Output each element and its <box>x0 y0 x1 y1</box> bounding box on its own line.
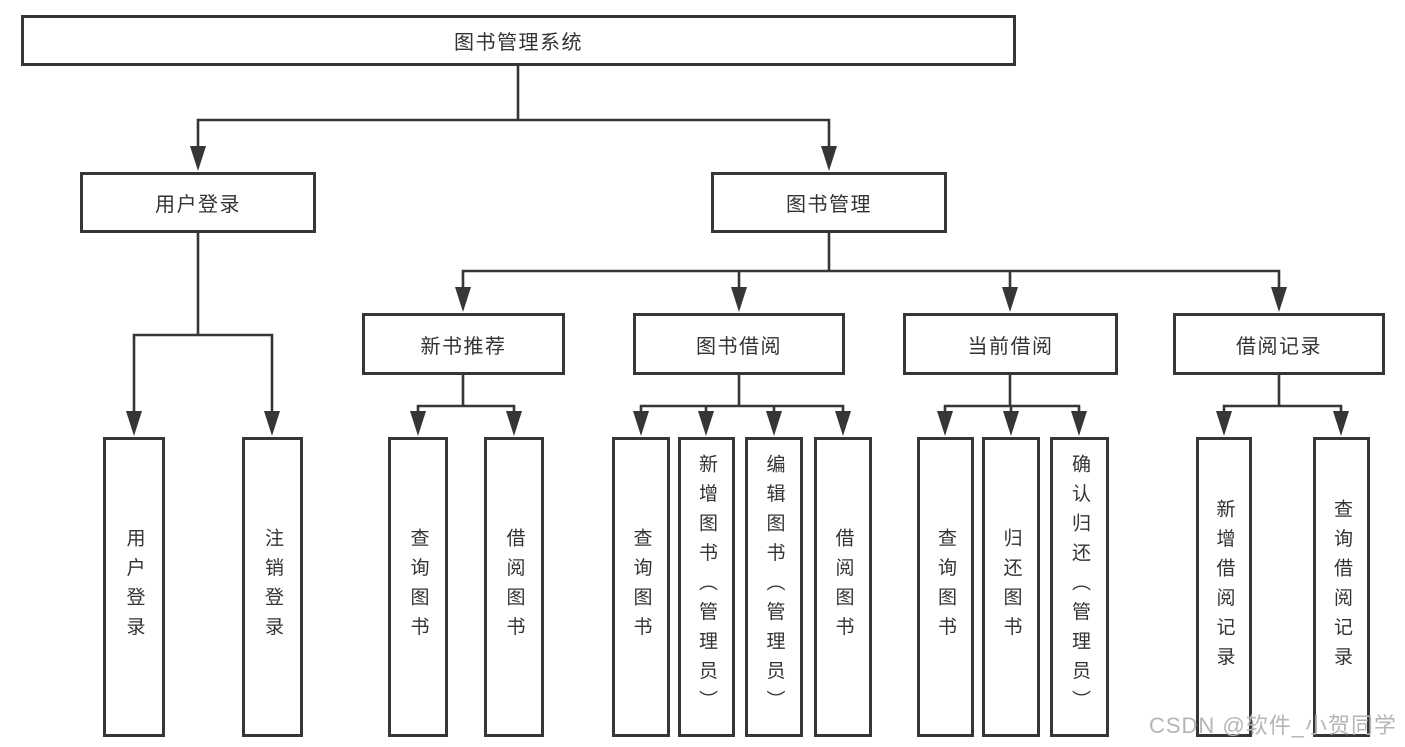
leaf-label: 编辑图书（管理员） <box>763 454 785 720</box>
node-label: 当前借阅 <box>967 335 1054 358</box>
csdn-watermark: CSDN @软件_小贺同学 <box>1148 713 1397 738</box>
node-label: 图书管理系统 <box>454 32 583 54</box>
node-new-book-recommendation: 新书推荐 <box>362 313 565 375</box>
leaf-label: 新增图书（管理员） <box>696 454 717 720</box>
leaf-add-borrow-record: 新增借阅记录 <box>1196 437 1252 737</box>
leaf-label: 新增借阅记录 <box>1213 498 1235 676</box>
leaf-label: 查询图书 <box>935 528 956 646</box>
leaf-return-book: 归还图书 <box>982 437 1040 737</box>
leaf-confirm-return-admin: 确认归还（管理员） <box>1050 437 1109 737</box>
leaf-label: 查询借阅记录 <box>1331 498 1352 676</box>
leaf-label: 借阅图书 <box>503 528 525 646</box>
leaf-label: 注销登录 <box>262 528 283 646</box>
leaf-edit-book-admin: 编辑图书（管理员） <box>745 437 803 737</box>
node-user-login: 用户登录 <box>80 172 316 233</box>
leaf-query-books-borrowing: 查询图书 <box>612 437 670 737</box>
node-label: 借阅记录 <box>1236 335 1322 358</box>
node-book-management: 图书管理 <box>711 172 947 233</box>
node-book-borrowing: 图书借阅 <box>633 313 845 375</box>
node-library-management-system: 图书管理系统 <box>21 15 1016 66</box>
leaf-label: 查询图书 <box>407 528 429 646</box>
node-label: 图书管理 <box>786 194 872 216</box>
leaf-borrow-books-recommend: 借阅图书 <box>484 437 544 737</box>
leaf-user-login: 用户登录 <box>103 437 165 737</box>
leaf-label: 查询图书 <box>630 528 652 646</box>
leaf-add-book-admin: 新增图书（管理员） <box>678 437 735 737</box>
node-borrowing-records: 借阅记录 <box>1173 313 1385 375</box>
leaf-query-books-recommend: 查询图书 <box>388 437 448 737</box>
node-label: 图书借阅 <box>696 335 782 358</box>
leaf-query-books-current: 查询图书 <box>917 437 974 737</box>
leaf-label: 借阅图书 <box>832 528 854 646</box>
node-current-borrowing: 当前借阅 <box>903 313 1118 375</box>
leaf-label: 归还图书 <box>1000 528 1022 646</box>
leaf-query-borrow-record: 查询借阅记录 <box>1313 437 1370 737</box>
leaf-logout: 注销登录 <box>242 437 303 737</box>
leaf-label: 用户登录 <box>123 528 145 646</box>
leaf-borrow-books-borrowing: 借阅图书 <box>814 437 872 737</box>
leaf-label: 确认归还（管理员） <box>1069 454 1090 720</box>
node-label: 新书推荐 <box>420 335 507 358</box>
node-label: 用户登录 <box>155 194 241 216</box>
